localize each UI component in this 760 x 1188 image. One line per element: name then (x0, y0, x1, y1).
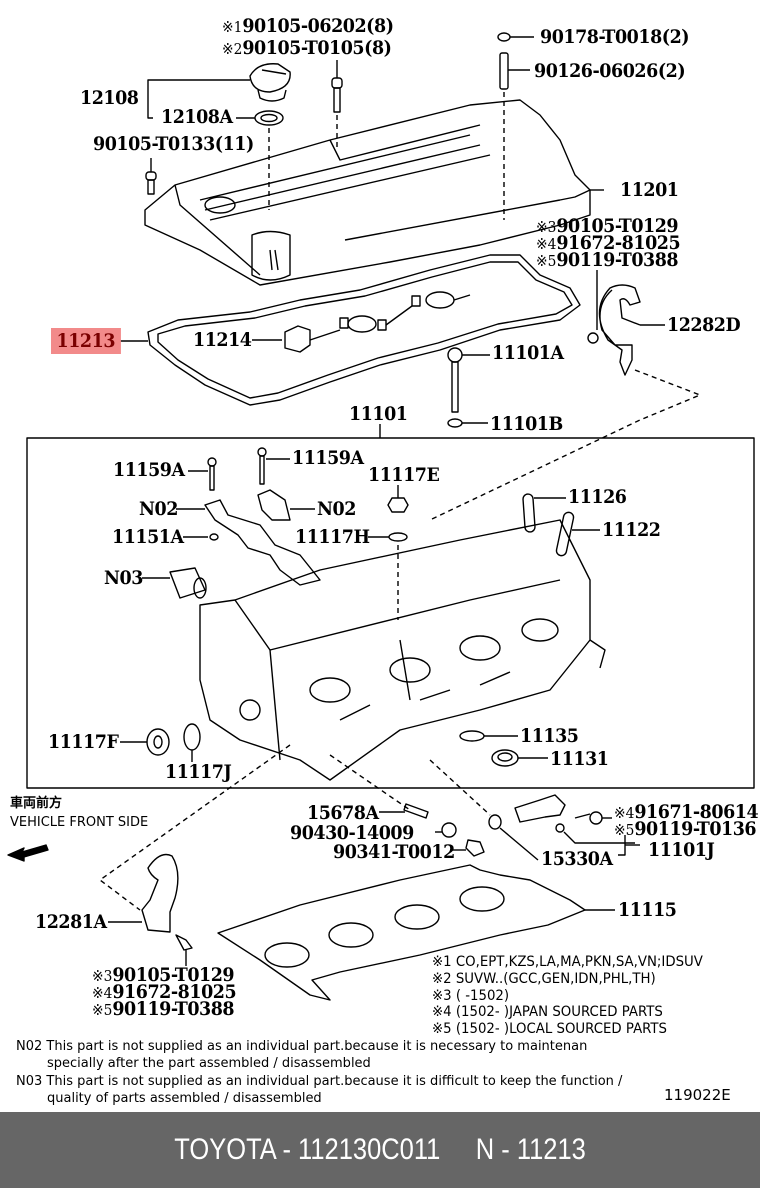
note-N03: N03 This part is not supplied as an indi… (16, 1073, 622, 1090)
filler-gasket-drawing (254, 110, 284, 126)
note-code: N03 (16, 1074, 43, 1089)
label-11117F[interactable]: 11117F (48, 731, 119, 753)
label-r-91672-81025[interactable]: ※491672-81025 (536, 232, 681, 254)
legend-item-2: ※2 SUVW..(GCC,GEN,IDN,PHL,TH) (432, 971, 656, 987)
label-90105-T0105[interactable]: ※290105-T0105(8) (222, 37, 392, 59)
label-11135[interactable]: 11135 (520, 725, 579, 747)
label-11101J[interactable]: 11101J (648, 839, 715, 861)
label-90119-T0136[interactable]: ※590119-T0136 (614, 818, 757, 840)
cylinder-head-cover-drawing (144, 99, 604, 286)
label-90430-14009[interactable]: 90430-14009 (290, 822, 414, 844)
label-11117J[interactable]: 11117J (165, 761, 232, 783)
part-number-text: TOYOTA - 112130C011 N - 11213 (174, 1133, 586, 1166)
label-11151A[interactable]: 11151A (112, 526, 184, 548)
label-11131[interactable]: 11131 (550, 748, 609, 770)
legend-item-4: ※4 (1502- )JAPAN SOURCED PARTS (432, 1004, 663, 1020)
plug-gasket-drawing (284, 291, 471, 353)
label-11213-highlighted[interactable]: 11213 (51, 328, 121, 354)
note-text: This part is not supplied as an individu… (46, 1074, 623, 1089)
label-N02-left[interactable]: N02 (139, 498, 178, 520)
note-code: N02 (16, 1039, 43, 1054)
sleeve-drawing (169, 567, 207, 599)
label-11122[interactable]: 11122 (602, 519, 661, 541)
label-11117E[interactable]: 11117E (368, 464, 440, 486)
label-90105-06202[interactable]: ※190105-06202(8) (222, 15, 394, 37)
parts-diagram: ※190105-06202(8) ※290105-T0105(8) 90178-… (7, 15, 759, 1106)
legend-item-3: ※3 ( -1502) (432, 988, 510, 1004)
arrow-left-icon (7, 844, 49, 862)
hook-bracket-drawing (598, 284, 641, 376)
label-N03[interactable]: N03 (104, 567, 143, 589)
label-11115[interactable]: 11115 (618, 899, 677, 921)
diagram-drawing (7, 32, 755, 1001)
label-15678A[interactable]: 15678A (307, 802, 379, 824)
label-l-90119-T0388[interactable]: ※590119-T0388 (92, 998, 235, 1020)
label-12282D[interactable]: 12282D (667, 314, 741, 336)
label-91671-80614[interactable]: ※491671-80614 (614, 801, 759, 823)
diagram-code: 119022E (664, 1086, 731, 1104)
label-11117H[interactable]: 11117H (295, 526, 370, 548)
label-l-91672-81025[interactable]: ※491672-81025 (92, 981, 237, 1003)
label-90126-06026[interactable]: 90126-06026(2) (534, 60, 686, 82)
label-11101B[interactable]: 11101B (490, 413, 563, 435)
label-N02-right[interactable]: N02 (317, 498, 356, 520)
label-r-90119-T0388[interactable]: ※590119-T0388 (536, 249, 679, 271)
camshaft-bearing-cap-drawing (204, 489, 321, 586)
label-l-90105-T0129[interactable]: ※390105-T0129 (92, 964, 235, 986)
cylinder-head-drawing (199, 519, 606, 781)
direction-label-jp: 車両前方 (10, 796, 63, 811)
label-90178-T0018[interactable]: 90178-T0018(2) (540, 26, 690, 48)
head-gasket-drawing (217, 864, 586, 1001)
note-N02: N02 This part is not supplied as an indi… (16, 1038, 587, 1055)
label-11159A-right[interactable]: 11159A (292, 447, 364, 469)
label-11126[interactable]: 11126 (568, 486, 627, 508)
label-11159A-left[interactable]: 11159A (113, 459, 185, 481)
direction-label-en: VEHICLE FRONT SIDE (10, 815, 149, 830)
label-90105-T0133[interactable]: 90105-T0133(11) (93, 133, 254, 155)
legend-item-1: ※1 CO,EPT,KZS,LA,MA,PKN,SA,VN;IDSUV (432, 954, 703, 970)
note-text: This part is not supplied as an individu… (46, 1039, 588, 1054)
label-11201[interactable]: 11201 (620, 179, 679, 201)
label-11101A[interactable]: 11101A (492, 342, 564, 364)
oil-filler-cap-drawing (249, 63, 291, 102)
hook-bracket-left-drawing (141, 853, 179, 933)
label-r-90105-T0129[interactable]: ※390105-T0129 (536, 215, 679, 237)
head-cover-gasket-drawing (147, 254, 581, 406)
note-N03-line2: quality of parts assembled / disassemble… (47, 1091, 322, 1106)
part-number-footer: TOYOTA - 112130C011 N - 11213 (0, 1112, 760, 1188)
legend-item-5: ※5 (1502- )LOCAL SOURCED PARTS (432, 1021, 668, 1037)
label-12108[interactable]: 12108 (80, 87, 139, 109)
label-11214[interactable]: 11214 (193, 329, 252, 351)
cylinder-head-assy-frame (26, 437, 755, 789)
label-11101[interactable]: 11101 (349, 403, 408, 425)
note-N02-line2: specially after the part assembled / dis… (47, 1056, 371, 1071)
label-15330A[interactable]: 15330A (541, 848, 613, 870)
label-12108A[interactable]: 12108A (161, 106, 233, 128)
label-90341-T0012[interactable]: 90341-T0012 (333, 841, 455, 863)
label-12281A[interactable]: 12281A (35, 911, 107, 933)
